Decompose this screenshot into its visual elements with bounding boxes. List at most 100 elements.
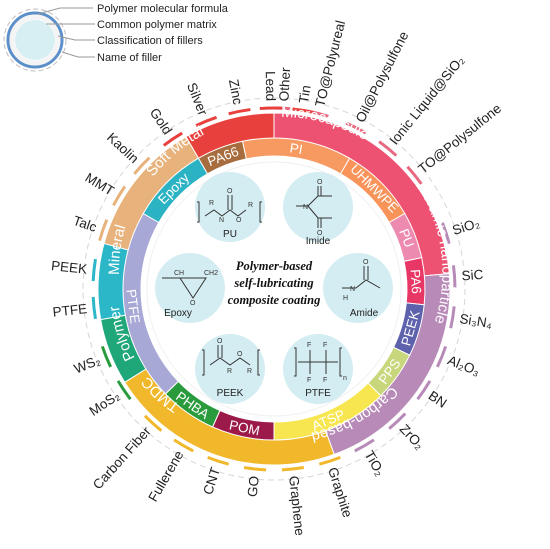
formula-ptfe: PTFE [283, 334, 353, 404]
formula-amide: Amide [323, 253, 393, 323]
filler-label-carbon-fiber: Carbon Fiber [90, 423, 154, 492]
filler-label-zinc: Zinc [226, 78, 246, 106]
formula-bubble-amide [323, 253, 393, 323]
legend-leader-4 [61, 51, 95, 58]
atom-epoxy-ch: CH [174, 270, 184, 277]
formula-structure-epoxy [162, 277, 207, 299]
filler-tick-graphene [281, 466, 305, 472]
atom-ptfe-f1: F [307, 342, 311, 349]
filler-label-peek: PEEK [50, 258, 87, 277]
atom-ptfe-n: n [343, 375, 347, 382]
legend-item-filler: Name of filler [97, 52, 162, 64]
atom-amide-n: N [350, 286, 355, 293]
legend-ring-outer [3, 8, 67, 72]
filler-label-cnt: CNT [200, 465, 223, 496]
filler-tick-kaolin [133, 156, 151, 175]
atom-pu-r1: R [209, 200, 214, 207]
filler-label-gold: Gold [147, 105, 175, 137]
legend-ring-blue [6, 11, 64, 69]
atom-peek-r2: R [247, 368, 252, 375]
formula-label-peek: PEEK [217, 388, 244, 399]
formula-structure-amide [342, 266, 381, 289]
atom-imide-o2: O [317, 230, 323, 237]
filler-tick-silver [195, 115, 218, 127]
atom-amide-h: H [343, 295, 348, 302]
filler-tick-oil-polysulfone [345, 121, 367, 135]
filler-tick-tio [354, 438, 375, 453]
filler-tick-cnt [207, 456, 230, 466]
legend-item-formula: Polymer molecular formula [97, 3, 229, 15]
matrix-label-pa6: PA6 [408, 269, 424, 294]
formula-label-amide: Amide [350, 308, 379, 319]
filler-label-sic: SiC [461, 267, 484, 283]
formula-atoms: R N O O R N O O CH CH2 O H N O O R O R F… [174, 179, 369, 384]
legend-item-classification: Classification of fillers [97, 35, 203, 47]
formula-label-epoxy: Epoxy [164, 308, 192, 319]
filler-label-ws: WS₂ [72, 352, 103, 376]
legend-leader-1 [37, 7, 93, 15]
formula-structure-ptfe [294, 347, 342, 377]
legend-core [15, 20, 55, 60]
filler-tick-mos [116, 380, 132, 401]
atom-pu-r2: R [248, 202, 253, 209]
formula-structure-pu [197, 195, 262, 223]
filler-label-to-polysulfone: TO@Polysulfone [415, 101, 504, 177]
filler-label-fullerene: Fullerene [145, 448, 186, 504]
filler-ticks [91, 106, 457, 472]
filler-label-graphite: Graphite [325, 465, 355, 519]
atom-peek-o1: O [217, 338, 223, 345]
atom-peek-r1: R [227, 368, 232, 375]
atom-pu-o1: O [227, 188, 233, 195]
formula-bubble-imide [283, 172, 353, 242]
formula-pu: PU [195, 172, 265, 242]
formula-label-pu: PU [223, 229, 237, 240]
center-title-line2: self-lubricating [233, 276, 313, 290]
filler-label-mmt: MMT [83, 170, 117, 199]
filler-tick-lead [259, 106, 282, 111]
filler-tick-ws [100, 345, 112, 368]
matrix-label-pom: POM [228, 417, 261, 438]
filler-tick-peek [91, 258, 97, 282]
filler-tick-tin [291, 107, 314, 114]
filler-label-kaolin: Kaolin [104, 130, 142, 167]
formula-label-imide: Imide [306, 236, 331, 247]
filler-label-bn: BN [426, 388, 450, 411]
legend: Polymer molecular formula Common polymer… [3, 3, 229, 72]
filler-label-other: Other [276, 67, 293, 102]
formula-structure-peek [202, 345, 260, 376]
filler-tick-si-n [449, 306, 456, 329]
matrix-label-pi: PI [289, 140, 304, 157]
formula-label-ptfe: PTFE [305, 388, 331, 399]
atom-peek-o2: O [237, 351, 243, 358]
atom-pu-o2: O [236, 217, 242, 224]
formula-epoxy: Epoxy [155, 253, 225, 323]
filler-label-go: GO [245, 475, 262, 497]
atom-ptfe-f4: F [323, 377, 327, 384]
filler-label-silver: Silver [184, 81, 211, 118]
filler-label-oil-polysulfone: Oil@Polysulfone [353, 29, 412, 125]
filler-label-si-n: Si₃N₄ [459, 311, 494, 331]
filler-label-al-o: Al₂O₃ [446, 352, 482, 378]
filler-tick-to-polysulfone [406, 165, 423, 185]
atom-epoxy-o: O [190, 300, 196, 307]
center-title-line3: composite coating [228, 293, 321, 307]
filler-tick-talc [98, 219, 109, 242]
filler-label-ptfe: PTFE [52, 301, 88, 320]
atom-pu-n: N [219, 217, 224, 224]
filler-tick-mmt [112, 185, 127, 207]
center-title-line1: Polymer-based [236, 259, 313, 273]
atom-ptfe-f2: F [323, 342, 327, 349]
legend-leader-3 [57, 35, 95, 41]
filler-label-tio: TiO₂ [362, 448, 388, 478]
filler-tick-zinc [228, 108, 251, 116]
filler-tick-gold [162, 131, 183, 147]
atom-imide-o1: O [317, 179, 323, 186]
atom-ptfe-f3: F [307, 377, 311, 384]
formula-bubble-peek [195, 334, 265, 404]
filler-tick-bn [416, 380, 432, 401]
atom-imide-n: N [303, 204, 308, 211]
filler-tick-go [243, 466, 267, 472]
filler-label-lead: Lead [263, 71, 279, 101]
filler-label-graphene: Graphene [286, 475, 307, 536]
